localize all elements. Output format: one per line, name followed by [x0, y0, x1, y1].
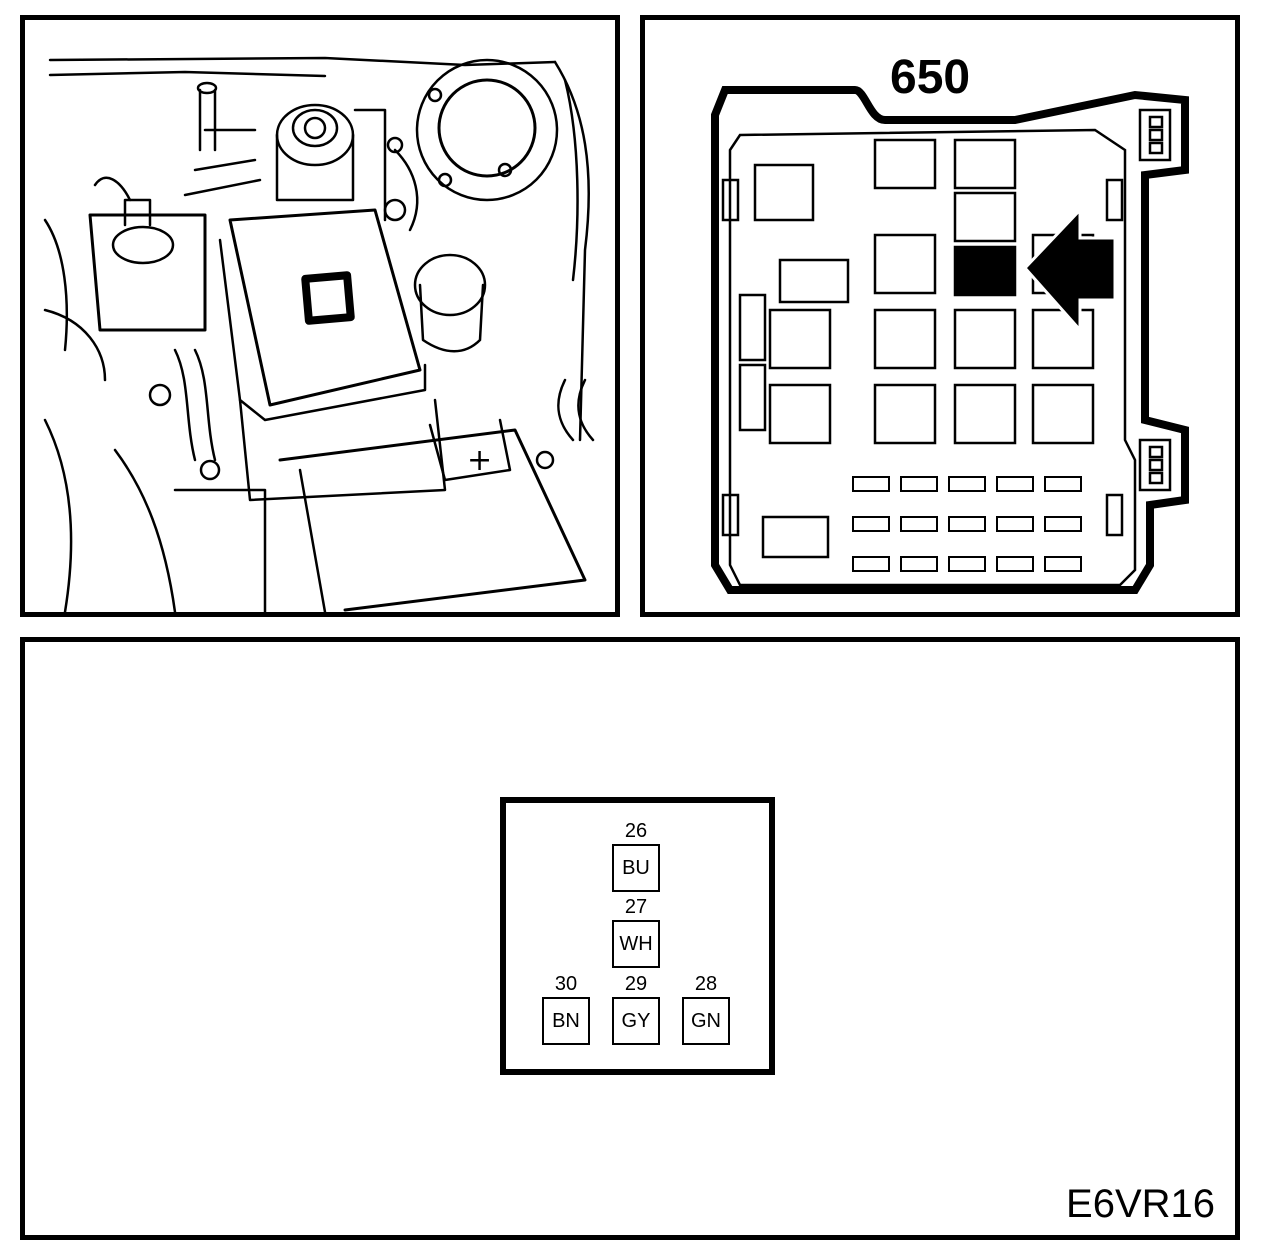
wire-color-label: GN: [691, 1009, 721, 1032]
relay: [873, 138, 937, 190]
pin-number: 26: [624, 820, 648, 842]
wire-color-label: BN: [552, 1009, 580, 1032]
pin-cavity: GY: [612, 997, 660, 1045]
battery-positive-symbol: +: [467, 443, 492, 478]
pointer-arrow: [1022, 206, 1117, 334]
figure-code: E6VR16: [1066, 1182, 1215, 1226]
connector-face: 26 BU 27 WH 30 BN 29 GY 28 GN: [500, 797, 775, 1075]
pin-number: 28: [694, 973, 718, 995]
engine-bay-illustration: +: [43, 56, 595, 612]
pin-cavity: WH: [612, 920, 660, 968]
connector-panel: 26 BU 27 WH 30 BN 29 GY 28 GN E6VR16: [20, 637, 1240, 1240]
relay: [873, 383, 937, 445]
relay: [953, 191, 1017, 243]
relay: [768, 383, 832, 445]
pin-number: 30: [554, 973, 578, 995]
relay: [778, 258, 850, 304]
highlighted-relay: [953, 245, 1017, 297]
pin-cavity: BN: [542, 997, 590, 1045]
relay: [953, 138, 1017, 190]
relay: [738, 293, 767, 362]
fuse-box-layout: [711, 86, 1189, 594]
wire-color-label: WH: [619, 932, 653, 955]
pin-cavity: BU: [612, 844, 660, 892]
wire-color-label: GY: [621, 1009, 651, 1032]
relay: [1031, 383, 1095, 445]
pin-cavity: GN: [682, 997, 730, 1045]
relay: [738, 363, 767, 432]
fuse-row: [852, 476, 1082, 572]
relay: [953, 308, 1017, 370]
relay: [768, 308, 832, 370]
engine-bay-panel: +: [20, 15, 620, 617]
relay: [753, 163, 815, 222]
fuse-box-number: 650: [890, 51, 971, 104]
relay: [873, 308, 937, 370]
relay: [1031, 308, 1095, 370]
pin-number: 27: [624, 896, 648, 918]
wire-color-label: BU: [622, 856, 650, 879]
pin-number: 29: [624, 973, 648, 995]
relay: [873, 233, 937, 295]
relay: [761, 515, 830, 559]
relay: [953, 383, 1017, 445]
fuse-box-panel: 650: [640, 15, 1240, 617]
